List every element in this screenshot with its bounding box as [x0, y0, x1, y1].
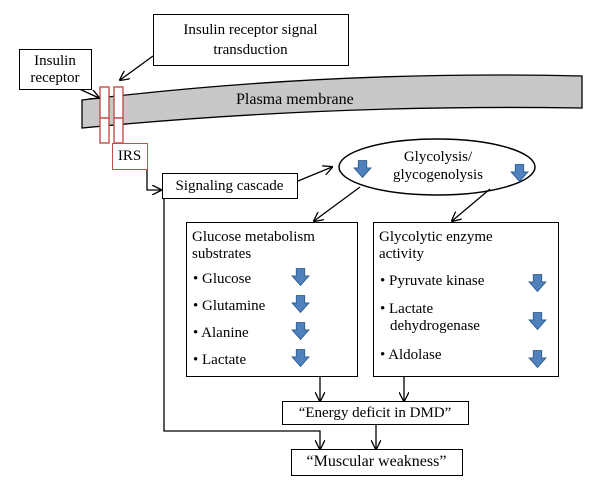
substrates-title-line1: Glucose metabolism [192, 229, 315, 245]
plasma-membrane [81, 74, 583, 129]
substrate-item-alanine: • Alanine [193, 325, 249, 341]
irs-box: IRS [112, 143, 148, 170]
enzymes-title-line1: Glycolytic enzyme [379, 229, 493, 245]
blue-down-arrow-icon [528, 350, 547, 369]
insulin-receptor-label-line1: Insulin [34, 53, 76, 69]
irs-label: IRS [117, 148, 142, 164]
insulin-receptor-label-box: Insulin receptor [19, 49, 92, 90]
substrates-box: Glucose metabolism substrates • Glucose … [186, 222, 358, 377]
cascade-to-weakness-arrow [163, 199, 320, 449]
blue-down-arrow-icon [291, 295, 310, 314]
energy-deficit-label: “Energy deficit in DMD” [298, 405, 452, 421]
receptor-bar-left-lower [99, 117, 110, 144]
substrate-item-glucose: • Glucose [193, 271, 252, 287]
enzyme-item-lactate-dehydrogenase: • Lactate [380, 301, 434, 317]
muscular-weakness-box: “Muscular weakness” [291, 449, 463, 476]
glycolysis-to-substrates-arrow [314, 186, 361, 221]
enzyme-item-pyruvate-kinase: • Pyruvate kinase [380, 273, 485, 289]
blue-down-arrow-icon [291, 322, 310, 341]
blue-down-arrow-icon [353, 160, 372, 179]
signaling-cascade-label: Signaling cascade [175, 178, 284, 194]
glycolysis-ellipse [338, 138, 536, 196]
glycolysis-to-enzymes-arrow [452, 188, 491, 221]
glycolysis-label-line1: Glycolysis/ [403, 149, 473, 165]
enzymes-title-line2: activity [379, 246, 424, 262]
insulin-receptor-label-line2: receptor [30, 70, 80, 86]
blue-down-arrow-icon [510, 164, 529, 183]
signal-transduction-label-box: Insulin receptor signal transduction [153, 14, 349, 66]
glycolysis-label-line2: glycogenolysis [393, 167, 483, 183]
blue-down-arrow-icon [528, 312, 547, 331]
signal-transduction-pointer [120, 55, 154, 80]
blue-down-arrow-icon [528, 274, 547, 293]
blue-down-arrow-icon [291, 268, 310, 287]
enzyme-item-lactate-dehydrogenase-line2: dehydrogenase [390, 318, 480, 334]
substrate-item-lactate: • Lactate [193, 352, 247, 368]
muscular-weakness-label: “Muscular weakness” [306, 453, 447, 470]
receptor-bar-right-upper [113, 86, 124, 119]
enzymes-box: Glycolytic enzyme activity • Pyruvate ki… [373, 222, 559, 377]
substrates-title-line2: substrates [192, 246, 252, 262]
receptor-bar-right-lower [113, 117, 124, 144]
signal-transduction-label-line1: Insulin receptor signal [183, 22, 318, 38]
receptor-bar-left-upper [99, 86, 110, 119]
signaling-cascade-box: Signaling cascade [162, 173, 298, 199]
energy-deficit-box: “Energy deficit in DMD” [282, 401, 469, 425]
cascade-to-glycolysis-arrow [297, 167, 332, 182]
irs-to-cascade-arrow [146, 170, 161, 190]
enzyme-item-aldolase: • Aldolase [380, 347, 442, 363]
substrate-item-glutamine: • Glutamine [193, 298, 266, 314]
signal-transduction-label-line2: transduction [213, 42, 288, 58]
blue-down-arrow-icon [291, 349, 310, 368]
plasma-membrane-label: Plasma membrane [236, 91, 354, 108]
